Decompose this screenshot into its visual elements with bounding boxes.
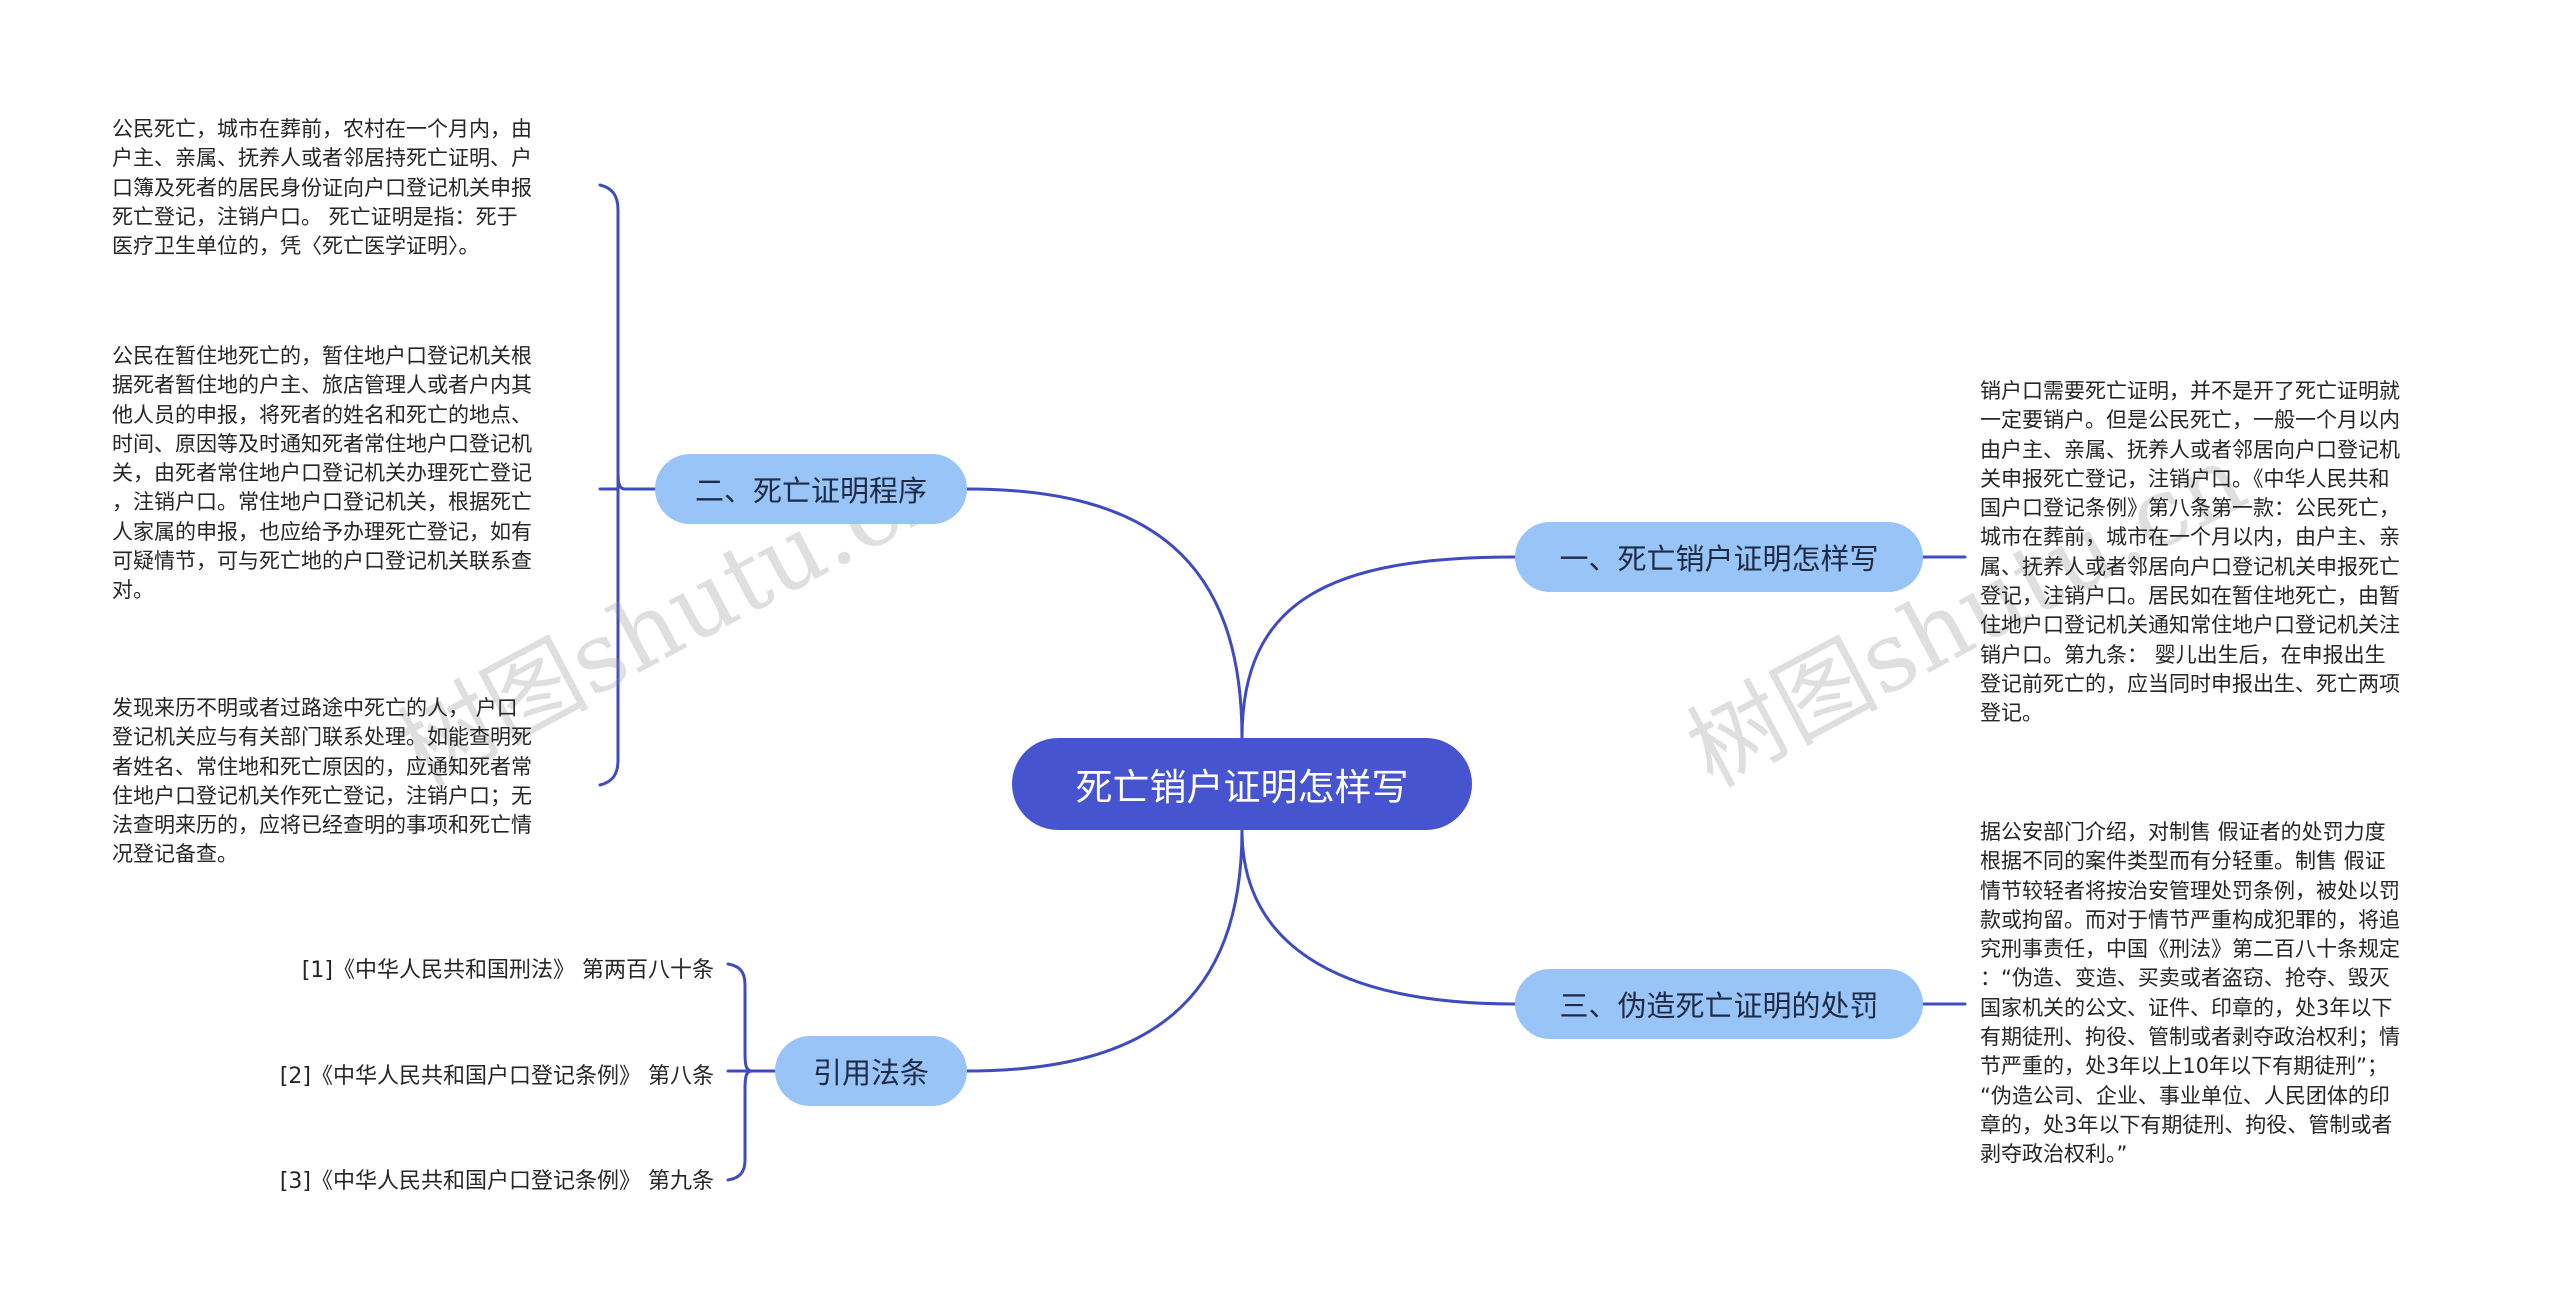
- law-reference-2[interactable]: [2]《中华人民共和国户口登记条例》 第八条: [279, 1064, 714, 1089]
- branch-label: 引用法条: [812, 1056, 929, 1090]
- leaf-line: 国家机关的公文、证件、印章的，处3年以下: [1980, 995, 2393, 1020]
- leaf-line: 国户口登记条例》第八条第一款：公民死亡，: [1980, 496, 2400, 521]
- leaf-line: 款或拘留。而对于情节严重构成犯罪的，将追: [1980, 907, 2400, 932]
- leaf-line: 关申报死亡登记，注销户口。《中华人民共和: [1980, 466, 2390, 491]
- leaf-line: 对。: [112, 578, 154, 603]
- leaf-text-b2-1: 公民死亡，城市在葬前，农村在一个月内，由户主、亲属、抚养人或者邻居持死亡证明、户…: [112, 115, 532, 261]
- leaf-text-b2-3: 发现来历不明或者过路途中死亡的人， 户口登记机关应与有关部门联系处理。如能查明死…: [112, 694, 532, 870]
- branch-topic-death-cancellation[interactable]: 一、死亡销户证明怎样写: [1515, 522, 1923, 592]
- leaf-text-b3: 据公安部门介绍，对制售 假证者的处罚力度根据不同的案件类型而有分轻重。制售 假证…: [1980, 818, 2400, 1170]
- leaf-text-b2-2: 公民在暂住地死亡的，暂住地户口登记机关根据死者暂住地的户主、旅店管理人或者户内其…: [112, 342, 532, 606]
- branch-topic-forgery-penalty[interactable]: 三、伪造死亡证明的处罚: [1515, 969, 1923, 1039]
- leaf-line: 销户口。第九条： 婴儿出生后，在申报出生: [1980, 642, 2386, 667]
- root-topic-label: 死亡销户证明怎样写: [1075, 766, 1409, 809]
- leaf-line: 销户口需要死亡证明，并不是开了死亡证明就: [1980, 379, 2400, 403]
- branch-label: 二、死亡证明程序: [694, 474, 927, 508]
- leaf-line: 死亡登记，注销户口。 死亡证明是指：死于: [112, 204, 518, 229]
- leaf-line: 况登记备查。: [112, 842, 238, 867]
- leaf-line: 登记。: [1980, 701, 2043, 726]
- leaf-line: 剥夺政治权利。”: [1980, 1142, 2128, 1167]
- branch-label: 三、伪造死亡证明的处罚: [1559, 989, 1879, 1023]
- leaf-line: 可疑情节，可与死亡地的户口登记机关联系查: [112, 549, 532, 574]
- leaf-line: 公民在暂住地死亡的，暂住地户口登记机关根: [112, 344, 532, 368]
- leaf-line: 有期徒刑、拘役、管制或者剥夺政治权利；情: [1980, 1025, 2400, 1050]
- leaf-line: 法查明来历的，应将已经查明的事项和死亡情: [112, 813, 532, 838]
- connector-root-b1: [1240, 555, 1517, 740]
- leaf-line: 据死者暂住地的户主、旅店管理人或者户内其: [112, 373, 532, 398]
- law-reference-1[interactable]: [1]《中华人民共和国刑法》 第两百八十条: [301, 958, 714, 983]
- leaf-line: 人家属的申报，也应给予办理死亡登记，如有: [112, 519, 532, 544]
- bracket-b2: [598, 183, 657, 787]
- leaf-line: “伪造公司、企业、事业单位、人民团体的印: [1980, 1083, 2390, 1108]
- leaf-line: 据公安部门介绍，对制售 假证者的处罚力度: [1980, 820, 2386, 844]
- leaf-line: 究刑事责任，中国《刑法》第二百八十条规定: [1980, 937, 2400, 962]
- leaf-line: ，注销户口。常住地户口登记机关，根据死亡: [112, 490, 532, 515]
- leaf-line: 口簿及死者的居民身份证向户口登记机关申报: [112, 175, 532, 200]
- connector-root-b2: [965, 487, 1244, 740]
- leaf-line: 根据不同的案件类型而有分轻重。制售 假证: [1980, 849, 2386, 874]
- connector-root-b3: [1240, 828, 1517, 1006]
- leaf-line: 属、抚养人或者邻居向户口登记机关申报死亡: [1980, 554, 2400, 579]
- branch-topic-cited-laws[interactable]: 引用法条: [775, 1036, 967, 1106]
- leaf-line: 住地户口登记机关作死亡登记，注销户口；无: [112, 783, 532, 808]
- leaf-text-b1: 销户口需要死亡证明，并不是开了死亡证明就一定要销户。但是公民死亡，一般一个月以内…: [1980, 377, 2400, 729]
- leaf-line: 情节较轻者将按治安管理处罚条例，被处以罚: [1980, 878, 2400, 903]
- leaf-line: ：“伪造、变造、买卖或者盗窃、抢夺、毁灭: [1980, 966, 2390, 991]
- leaf-line: 登记，注销户口。居民如在暂住地死亡，由暂: [1980, 584, 2400, 609]
- leaf-line: 者姓名、常住地和死亡原因的，应通知死者常: [112, 754, 532, 779]
- branch-label: 一、死亡销户证明怎样写: [1559, 542, 1879, 576]
- leaf-line: 时间、原因等及时通知死者常住地户口登记机: [112, 431, 532, 456]
- leaf-line: 由户主、亲属、抚养人或者邻居向户口登记机: [1980, 437, 2400, 462]
- leaf-line: 城市在葬前，城市在一个月以内，由户主、亲: [1980, 525, 2400, 550]
- leaf-line: 住地户口登记机关通知常住地户口登记机关注: [1980, 613, 2400, 638]
- branch-topic-death-procedure[interactable]: 二、死亡证明程序: [655, 454, 967, 524]
- leaf-line: 公民死亡，城市在葬前，农村在一个月内，由: [112, 117, 532, 141]
- leaf-line: 发现来历不明或者过路途中死亡的人， 户口: [112, 696, 518, 720]
- root-topic[interactable]: 死亡销户证明怎样写: [1012, 738, 1472, 830]
- bracket-b4: [726, 962, 777, 1182]
- leaf-line: 一定要销户。但是公民死亡，一般一个月以内: [1980, 408, 2400, 433]
- leaf-line: 章的，处3年以下有期徒刑、拘役、管制或者: [1980, 1112, 2393, 1137]
- connector-root-b4: [965, 828, 1244, 1073]
- leaf-line: 关，由死者常住地户口登记机关办理死亡登记: [112, 461, 532, 486]
- leaf-line: 他人员的申报，将死者的姓名和死亡的地点、: [112, 402, 532, 427]
- leaf-line: 医疗卫生单位的，凭〈死亡医学证明〉。: [112, 234, 480, 259]
- law-reference-3[interactable]: [3]《中华人民共和国户口登记条例》 第九条: [279, 1169, 714, 1194]
- leaf-line: 节严重的，处3年以上10年以下有期徒刑”；: [1980, 1054, 2388, 1079]
- leaf-line: 登记机关应与有关部门联系处理。如能查明死: [112, 725, 532, 750]
- leaf-line: 登记前死亡的，应当同时申报出生、死亡两项: [1980, 671, 2400, 696]
- leaf-line: 户主、亲属、抚养人或者邻居持死亡证明、户: [112, 146, 532, 171]
